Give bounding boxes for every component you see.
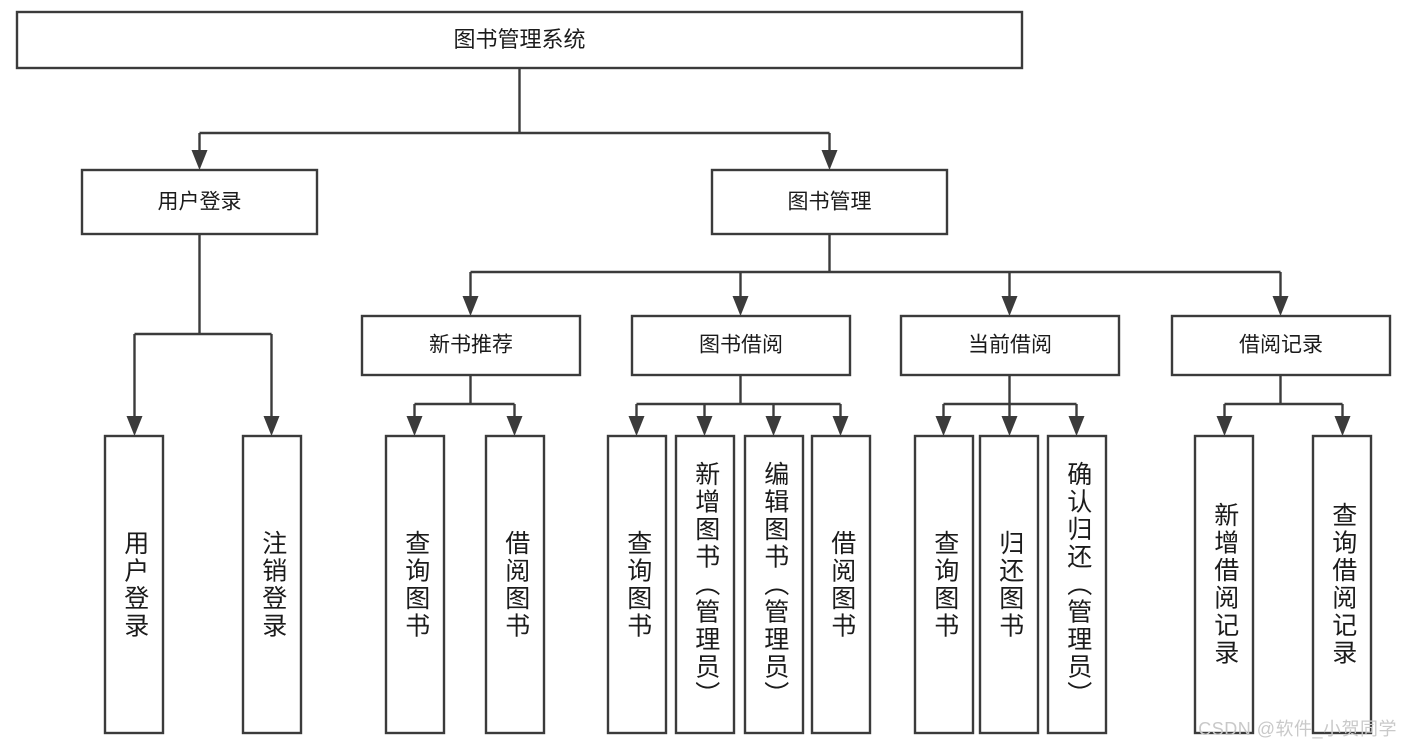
connector-group-root	[191, 68, 838, 170]
connector-group-current-borrow	[935, 375, 1085, 436]
leaf-box-borrow-book-2[interactable]	[810, 434, 872, 735]
node-book-manage-label: 图书管理	[788, 191, 872, 214]
connector-group-borrow-record	[1216, 375, 1351, 436]
connector-group-book-manage	[462, 234, 1289, 316]
arrowhead-query-book-2	[628, 416, 645, 436]
leaf-box-query-borrow-record[interactable]	[1311, 434, 1373, 735]
arrowhead-add-book-admin	[696, 416, 713, 436]
leaf-box-borrow-book-1[interactable]	[484, 434, 546, 735]
node-root-label: 图书管理系统	[453, 27, 585, 52]
arrowhead-borrow-book-2	[832, 416, 849, 436]
arrowhead-query-book-1	[406, 416, 423, 436]
leaf-box-query-book-3[interactable]	[913, 434, 975, 735]
node-borrow-record-label: 借阅记录	[1239, 334, 1323, 357]
csdn-watermark: CSDN @软件_小贺同学	[1198, 719, 1397, 739]
node-book-borrow-box[interactable]	[630, 314, 852, 377]
arrowhead-return-book	[1001, 416, 1018, 436]
node-root-box[interactable]	[15, 10, 1024, 70]
node-current-borrow-label: 当前借阅	[968, 334, 1052, 357]
node-current-borrow-box[interactable]	[899, 314, 1121, 377]
node-current-borrow[interactable]: 当前借阅	[899, 314, 1121, 377]
connector-group-new-book-recommend	[406, 375, 523, 436]
connector-group-book-borrow	[628, 375, 849, 436]
arrowhead-borrow-book-1	[506, 416, 523, 436]
arrowhead-borrow-record	[1272, 296, 1289, 316]
node-new-book-recommend[interactable]: 新书推荐	[360, 314, 582, 377]
node-book-borrow[interactable]: 图书借阅	[630, 314, 852, 377]
node-new-book-recommend-label: 新书推荐	[429, 334, 513, 357]
arrowhead-book-manage	[821, 150, 838, 170]
arrowhead-user-logout-leaf	[263, 416, 280, 436]
arrowhead-edit-book-admin	[765, 416, 782, 436]
leaf-box-return-book[interactable]	[978, 434, 1040, 735]
arrowhead-user-login	[191, 150, 208, 170]
node-user-login-box[interactable]	[80, 168, 319, 236]
node-borrow-record[interactable]: 借阅记录	[1170, 314, 1392, 377]
leaf-box-edit-book-admin[interactable]	[743, 434, 805, 735]
leaf-box-query-book-1[interactable]	[384, 434, 446, 735]
arrowhead-confirm-return-admin	[1068, 416, 1085, 436]
node-book-borrow-label: 图书借阅	[699, 334, 783, 357]
connector-group-user-login	[126, 234, 280, 436]
node-user-login-label: 用户登录	[158, 191, 242, 214]
node-borrow-record-box[interactable]	[1170, 314, 1392, 377]
leaf-box-add-borrow-record[interactable]	[1193, 434, 1255, 735]
leaf-box-user-logout-leaf[interactable]	[241, 434, 303, 735]
node-root[interactable]: 图书管理系统	[15, 10, 1024, 70]
arrowhead-current-borrow	[1001, 296, 1018, 316]
leaf-box-add-book-admin[interactable]	[674, 434, 736, 735]
arrowhead-add-borrow-record	[1216, 416, 1233, 436]
node-new-book-recommend-box[interactable]	[360, 314, 582, 377]
arrowhead-new-book-recommend	[462, 296, 479, 316]
arrowhead-user-login-leaf	[126, 416, 143, 436]
node-book-manage-box[interactable]	[710, 168, 949, 236]
leaf-box-group	[103, 434, 1373, 735]
node-book-manage[interactable]: 图书管理	[710, 168, 949, 236]
leaf-box-user-login-leaf[interactable]	[103, 434, 165, 735]
arrowhead-query-borrow-record	[1334, 416, 1351, 436]
leaf-box-query-book-2[interactable]	[606, 434, 668, 735]
arrowhead-query-book-3	[935, 416, 952, 436]
leaf-box-confirm-return-admin[interactable]	[1046, 434, 1108, 735]
node-user-login[interactable]: 用户登录	[80, 168, 319, 236]
arrowhead-book-borrow	[732, 296, 749, 316]
